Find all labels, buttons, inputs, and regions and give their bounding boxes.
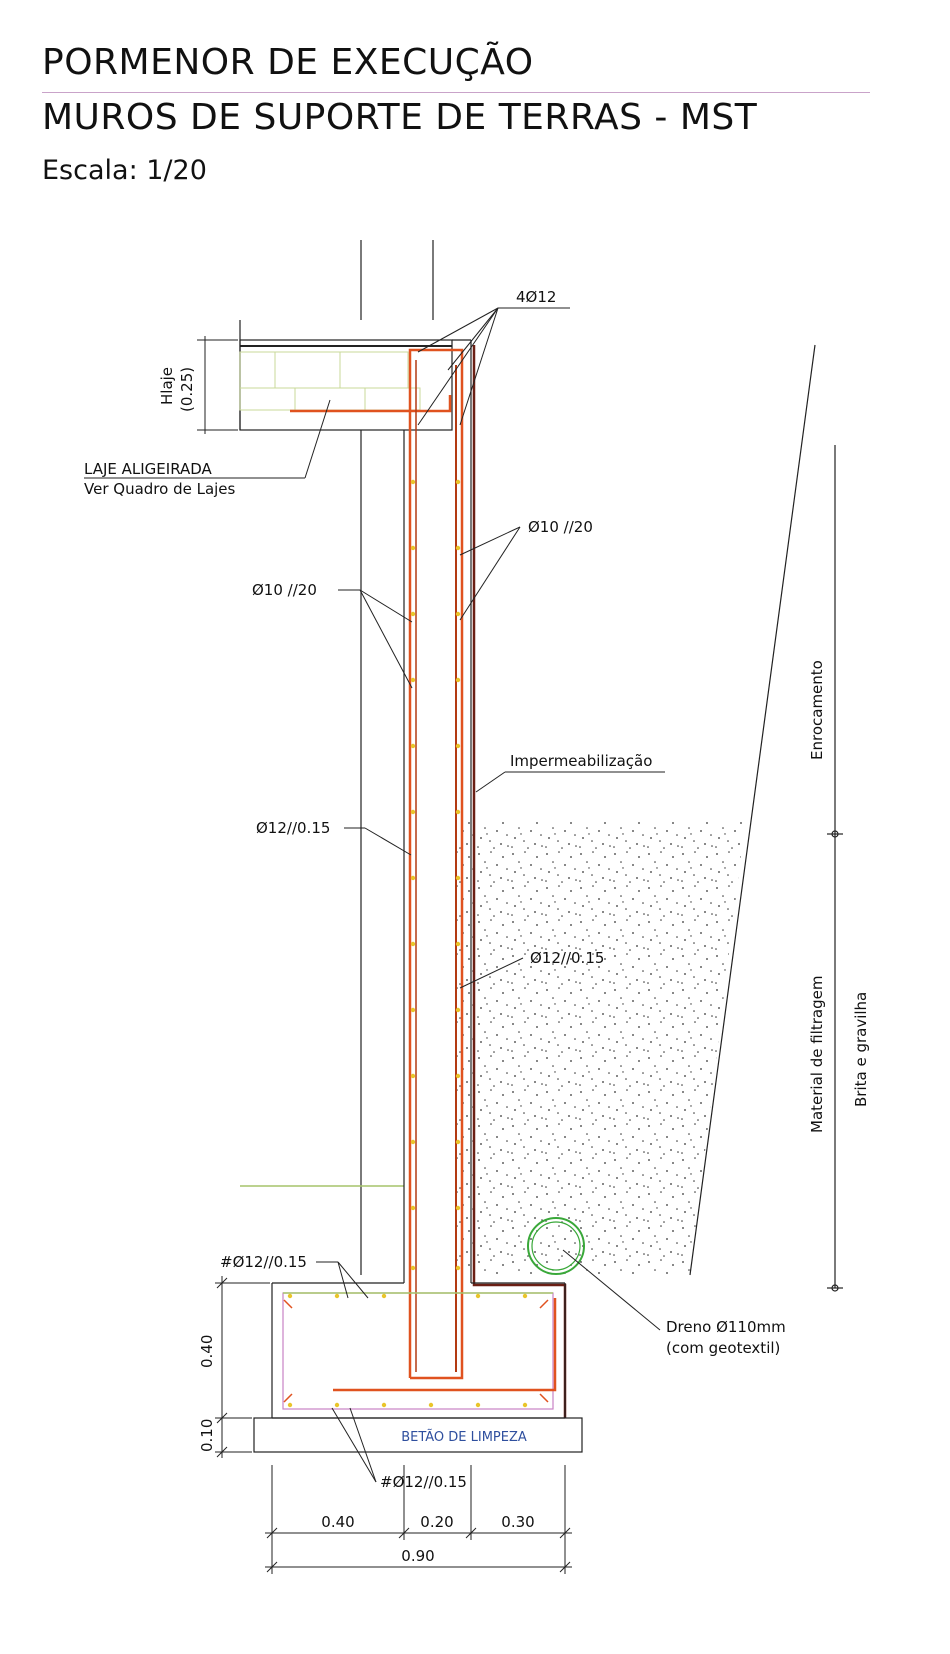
blinding-label: BETÃO DE LIMPEZA (401, 1429, 527, 1445)
footing-bar-dots (287, 1293, 528, 1408)
total-dim: 0.90 (401, 1547, 434, 1565)
horizontal-dimensions (265, 1465, 572, 1574)
footing (271, 1282, 566, 1419)
drain-note-label: (com geotextil) (666, 1339, 780, 1357)
hlaje-label: Hlaje (158, 367, 176, 405)
footing-bottom-mesh-label: #Ø12//0.15 (380, 1473, 467, 1491)
bars-left-main-label: Ø12//0.15 (256, 819, 330, 837)
scale-label: Escala: 1/20 (42, 155, 207, 186)
bars-right-main-label: Ø12//0.15 (530, 949, 604, 967)
title-line-1: PORMENOR DE EXECUÇÃO (42, 42, 534, 83)
footing-height-dim: 0.40 (198, 1335, 216, 1368)
slab-note-label: Ver Quadro de Lajes (84, 480, 236, 498)
blinding-height-dim: 0.10 (198, 1419, 216, 1452)
lightweight-slab (239, 339, 453, 431)
drain-label: Dreno Ø110mm (666, 1318, 786, 1336)
top-bars-label: 4Ø12 (516, 288, 556, 306)
slab-name-label: LAJE ALIGEIRADA (84, 460, 213, 478)
wall-rebar (408, 348, 464, 1380)
gravel-label: Brita e gravilha (852, 992, 870, 1107)
bars-right-upper-label: Ø10 //20 (528, 518, 593, 536)
toe-dim: 0.40 (321, 1513, 354, 1531)
waterproofing-label: Impermeabilização (510, 752, 652, 770)
title-rule (42, 92, 870, 93)
distribution-bar-dots (410, 479, 461, 1271)
bars-left-upper-label: Ø10 //20 (252, 581, 317, 599)
leader-lines (84, 307, 665, 1483)
filter-material-label: Material de filtragem (808, 976, 826, 1133)
heel-dim: 0.30 (501, 1513, 534, 1531)
wall-stem (403, 339, 472, 1283)
zone-dimension (827, 445, 843, 1292)
rockfill-slope (689, 344, 816, 1276)
title-line-2: MUROS DE SUPORTE DE TERRAS - MST (42, 97, 758, 138)
wall-dim: 0.20 (420, 1513, 453, 1531)
hlaje-value: (0.25) (178, 367, 196, 412)
rockfill-label: Enrocamento (808, 660, 826, 760)
blinding-slab (253, 1417, 583, 1453)
drain-pipe (527, 1217, 585, 1275)
footing-top-mesh-label: #Ø12//0.15 (220, 1253, 307, 1271)
gravel-fill (455, 822, 745, 1275)
vertical-dimensions (215, 1276, 270, 1458)
